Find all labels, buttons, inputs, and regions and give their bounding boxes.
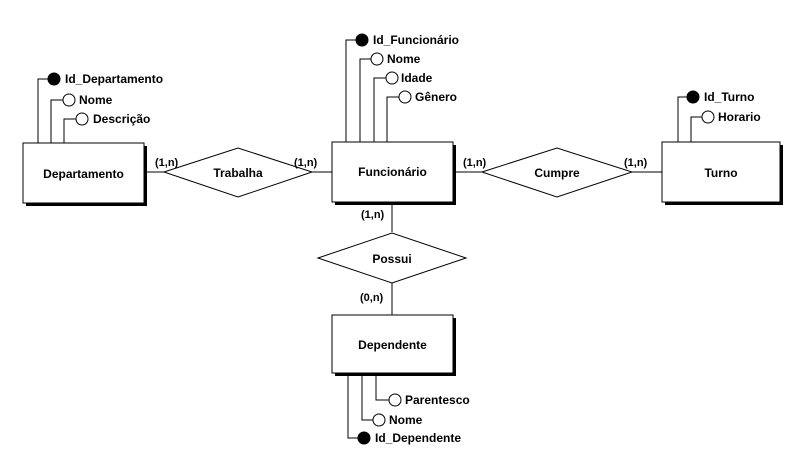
attr-funcionario-nome: Nome [387,52,421,66]
attribute-icon [372,413,386,427]
key-attribute-icon [686,90,700,104]
attr-dependente-nome: Nome [389,413,423,427]
attributes-dependente: Parentesco Nome Id_Dependente [347,373,470,445]
entity-dependente-label: Dependente [358,338,427,352]
attribute-icon [398,90,412,104]
attribute-icon [385,71,399,85]
entity-dependente[interactable]: Dependente [331,314,456,376]
key-attribute-icon [47,72,61,86]
attribute-icon [701,110,715,124]
cardinality-dependente-possui: (0,n) [360,292,384,304]
attribute-icon [75,112,89,126]
attr-dependente-parentesco: Parentesco [405,393,470,407]
attributes-turno: Id_Turno Horario [677,90,761,142]
attr-id-funcionario: Id_Funcionário [373,33,459,47]
attr-funcionario-idade: Idade [401,71,433,85]
attr-departamento-descricao: Descrição [93,112,150,126]
attributes-departamento: Id_Departamento Nome Descrição [37,72,163,143]
cardinality-funcionario-cumpre: (1,n) [463,157,487,169]
attribute-icon [62,93,76,107]
cardinality-funcionario-trabalha: (1,n) [294,157,318,169]
entity-turno[interactable]: Turno [661,141,783,205]
relationship-cumpre-label: Cumpre [534,166,580,180]
entity-departamento[interactable]: Departamento [22,142,147,206]
relationship-possui-label: Possui [372,252,411,266]
attr-funcionario-genero: Gênero [415,90,457,104]
relationship-trabalha-label: Trabalha [213,166,263,180]
attributes-funcionario: Id_Funcionário Nome Idade Gênero [345,33,459,142]
entity-departamento-label: Departamento [43,167,124,181]
attribute-icon [370,52,384,66]
attribute-icon [388,393,402,407]
attr-id-departamento: Id_Departamento [65,72,163,86]
cardinality-turno-cumpre: (1,n) [624,157,648,169]
entity-funcionario[interactable]: Funcionário [331,141,456,205]
entity-turno-label: Turno [704,166,737,180]
attr-id-turno: Id_Turno [704,90,754,104]
entity-funcionario-label: Funcionário [358,165,427,179]
relationship-trabalha[interactable]: Trabalha [162,147,314,198]
relationship-possui[interactable]: Possui [316,232,468,284]
cardinality-funcionario-possui: (1,n) [361,209,385,221]
attr-departamento-nome: Nome [79,93,113,107]
key-attribute-icon [357,431,371,445]
attr-turno-horario: Horario [718,110,761,124]
key-attribute-icon [355,33,369,47]
attr-id-dependente: Id_Dependente [375,431,461,445]
cardinality-departamento-trabalha: (1,n) [155,157,179,169]
relationship-cumpre[interactable]: Cumpre [480,147,634,198]
